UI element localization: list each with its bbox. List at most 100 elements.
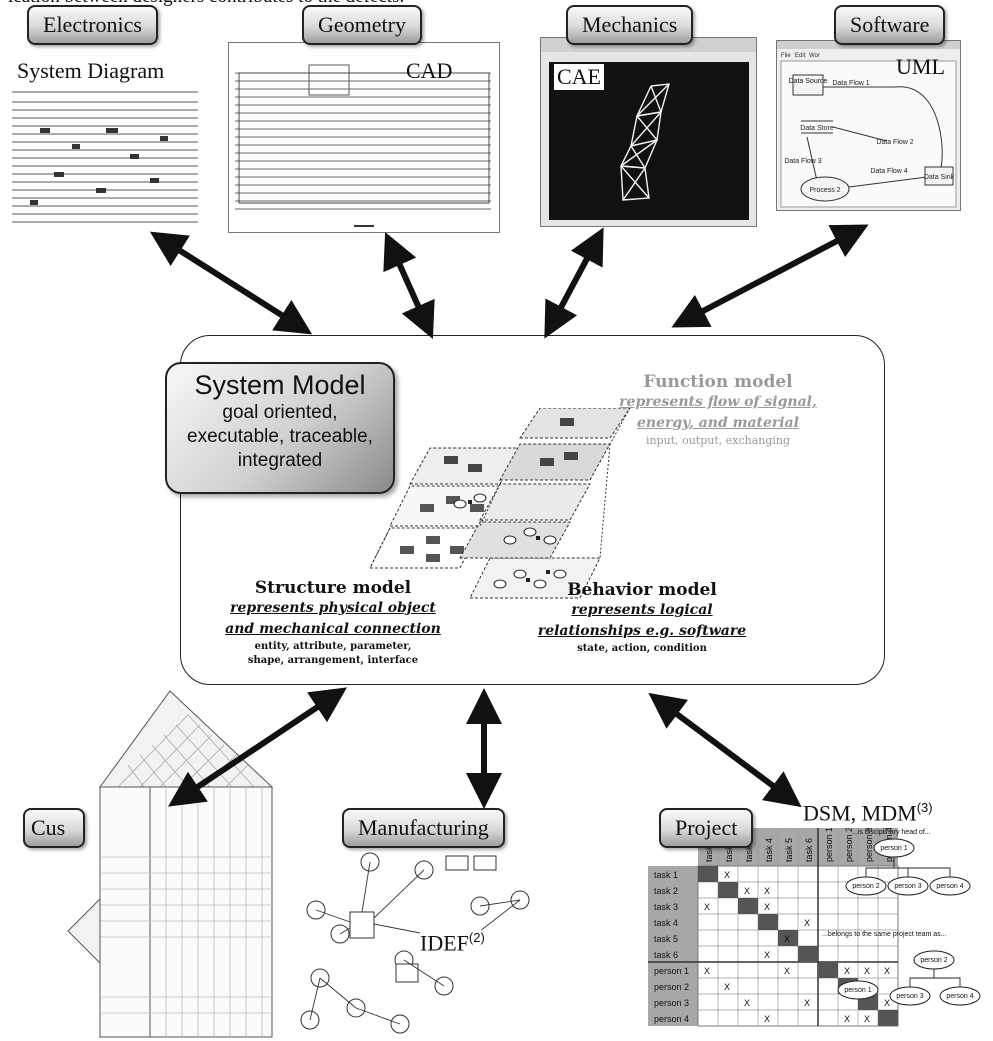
dsm-col-3: task 3 xyxy=(744,838,754,862)
function-model-sub-2: energy, and material xyxy=(637,415,799,431)
dsm-row-9: person 3 xyxy=(654,998,689,1008)
dsm-row-10: person 4 xyxy=(654,1014,689,1024)
geometry-tag: Geometry xyxy=(302,5,422,45)
function-model-sub-1: represents flow of signal, xyxy=(619,394,817,410)
dsm-note-head: ...is disciplinary head of... xyxy=(852,829,931,836)
intro-text: ication between designers contributes to… xyxy=(8,0,404,8)
dsm-row-3: task 3 xyxy=(654,902,678,912)
structure-model-sub-2: and mechanical connection xyxy=(225,621,441,637)
function-model-attrs: input, output, exchanging xyxy=(645,434,791,447)
system-diagram-label: System Diagram xyxy=(17,58,165,83)
dsm-mark: X xyxy=(744,886,750,896)
dsm-mark: X xyxy=(804,998,810,1008)
behavior-model-sub-1: represents logical xyxy=(571,602,713,618)
dsm-mdm-label-ref: (3) xyxy=(916,800,933,815)
dsm-row-6: task 6 xyxy=(654,950,678,960)
electronics-tag: Electronics xyxy=(27,5,158,45)
cad-label: CAD xyxy=(406,58,453,83)
dsm-mark: X xyxy=(704,966,710,976)
system-model-line-3: integrated xyxy=(237,450,323,471)
arrow-mechanics xyxy=(544,227,604,339)
org-person-4: person 4 xyxy=(936,883,963,890)
dsm-row-4: task 4 xyxy=(654,918,678,928)
structure-model-attrs-1: entity, attribute, parameter, xyxy=(254,641,412,652)
behavior-model-block: Behavior model represents logical relati… xyxy=(512,580,772,656)
layered-model-graphic xyxy=(369,408,631,599)
uml-menu-wor: Wor xyxy=(809,53,820,59)
uml-thumbnail: File Edit Wor Data Source Data Flow 1 Da… xyxy=(776,40,961,211)
structure-model-block: Structure model represents physical obje… xyxy=(198,578,468,668)
uml-menu-edit: Edit xyxy=(795,53,806,59)
dsm-mark: X xyxy=(704,902,710,912)
arrow-customer xyxy=(168,687,347,807)
dsm-mark: X xyxy=(764,950,770,960)
uml-flow-2: Data Flow 2 xyxy=(876,139,913,146)
uml-node-store: Data Store xyxy=(800,125,834,132)
dsm-mark: X xyxy=(724,982,730,992)
project-tag: Project xyxy=(659,808,754,848)
structure-model-title: Structure model xyxy=(254,578,412,598)
dsm-row-1: task 1 xyxy=(654,870,678,880)
behavior-model-sub-2: relationships e.g. software xyxy=(537,623,747,639)
mechanics-tag: Mechanics xyxy=(566,5,694,45)
arrow-project xyxy=(648,692,802,808)
dsm-mark: X xyxy=(864,966,870,976)
arrow-geometry xyxy=(383,232,435,339)
system-model-title: System Model xyxy=(194,370,366,400)
team-person-3: person 3 xyxy=(896,993,923,1000)
uml-node-sink: Data Sink xyxy=(924,174,955,181)
team-person-2: person 2 xyxy=(920,957,947,964)
dsm-note-team: ...belongs to the same project team as..… xyxy=(822,931,947,938)
system-model-line-2: executable, traceable, xyxy=(187,426,373,447)
dsm-row-7: person 1 xyxy=(654,966,689,976)
dsm-mark: X xyxy=(864,1014,870,1024)
customer-tag: Cus xyxy=(23,808,85,848)
idef-label-text: IDEF xyxy=(420,930,469,956)
idef-thumbnail xyxy=(296,848,552,1038)
dsm-mark: X xyxy=(884,966,890,976)
dsm-mark: X xyxy=(724,870,730,880)
dsm-mdm-graphic: task 1 task 2 task 3 task 4 task 5 task … xyxy=(648,828,981,1027)
dsm-mark: X xyxy=(764,902,770,912)
structure-model-sub-1: represents physical object xyxy=(230,600,436,616)
idef-label-ref: (2) xyxy=(468,930,485,945)
team-person-4: person 4 xyxy=(946,993,973,1000)
system-model-line-1: goal oriented, xyxy=(222,402,338,423)
system-model-badge: System Model goal oriented, executable, … xyxy=(165,362,395,494)
cad-thumbnail xyxy=(228,42,500,233)
uml-flow-1: Data Flow 1 xyxy=(832,80,869,87)
dsm-mark: X xyxy=(884,998,890,1008)
dsm-mark: X xyxy=(744,998,750,1008)
uml-flow-4: Data Flow 4 xyxy=(870,168,907,175)
dsm-col-4: task 4 xyxy=(764,838,774,862)
dsm-col-9: person 3 xyxy=(864,828,874,862)
behavior-model-attrs: state, action, condition xyxy=(577,643,707,654)
uml-node-source: Data Source xyxy=(789,78,828,85)
dsm-col-5: task 5 xyxy=(784,838,794,862)
manufacturing-tag: Manufacturing xyxy=(342,808,505,848)
dsm-col-1: task 1 xyxy=(704,838,714,862)
dsm-mark: X xyxy=(844,1014,850,1024)
dsm-row-8: person 2 xyxy=(654,982,689,992)
uml-label: UML xyxy=(896,54,945,79)
dsm-mark: X xyxy=(844,966,850,976)
dsm-mark: X xyxy=(764,886,770,896)
arrow-electronics xyxy=(149,231,313,335)
uml-menu-file: File xyxy=(781,53,791,59)
dsm-col-2: task 2 xyxy=(724,838,734,862)
dsm-mark: X xyxy=(784,934,790,944)
uml-node-process: Process 2 xyxy=(809,187,840,194)
dsm-mark: X xyxy=(784,966,790,976)
uml-flow-3: Data Flow 3 xyxy=(784,158,821,165)
function-model-block: Function model represents flow of signal… xyxy=(578,372,858,448)
idef-diagram xyxy=(300,852,530,1034)
org-person-2: person 2 xyxy=(852,883,879,890)
cae-label: CAE xyxy=(554,64,604,90)
dsm-row-2: task 2 xyxy=(654,886,678,896)
dsm-mark: X xyxy=(804,918,810,928)
function-model-title: Function model xyxy=(643,372,793,392)
dsm-mdm-label-text: DSM, MDM xyxy=(803,800,917,826)
cad-drawing xyxy=(235,64,491,227)
team-person-1: person 1 xyxy=(844,987,871,994)
